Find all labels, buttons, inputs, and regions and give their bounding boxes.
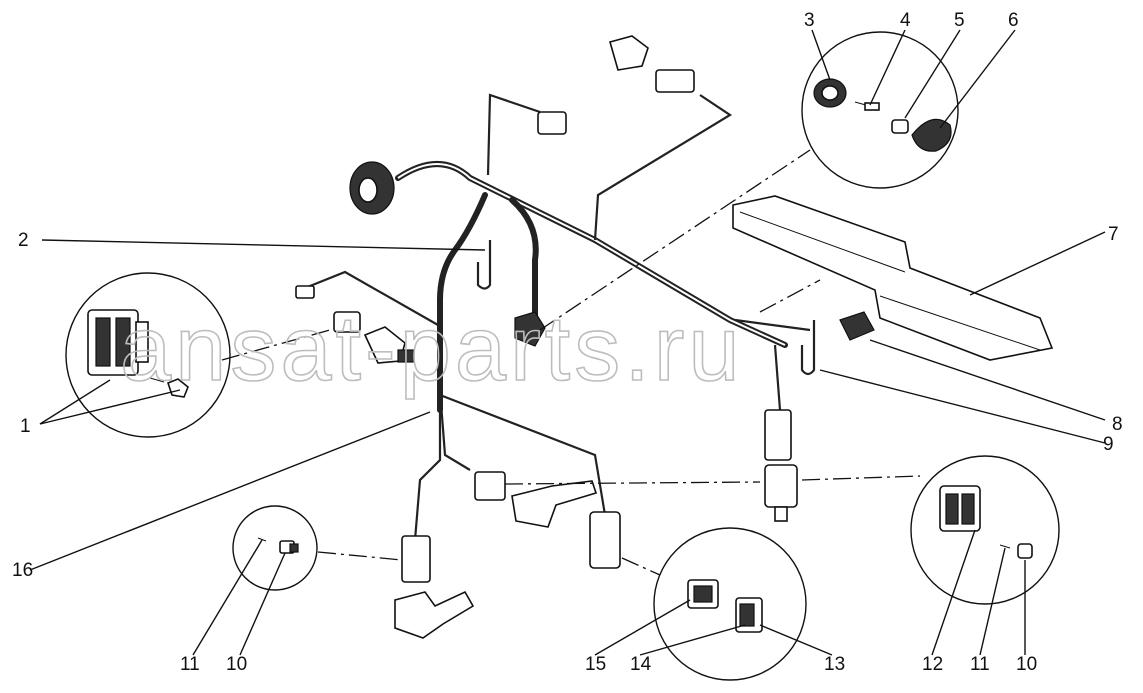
- detail-circle-terminals-10-11: [232, 505, 318, 591]
- cover-panel: [732, 195, 1054, 361]
- detail-circle-connector-3-6: [801, 31, 959, 189]
- callout-15: 15: [585, 654, 606, 675]
- callout-7: 7: [1108, 224, 1119, 245]
- callout-11-left: 11: [180, 654, 200, 675]
- callout-6: 6: [1008, 10, 1019, 31]
- leader-lines: [29, 29, 1106, 656]
- callout-12: 12: [922, 654, 943, 675]
- callout-2: 2: [18, 230, 29, 251]
- harness-parts: [295, 35, 875, 639]
- callout-9: 9: [1103, 434, 1114, 455]
- callout-10-right: 10: [1016, 654, 1037, 675]
- callout-numbers: 1 2 3 4 5 6 7 8 9 10 11 12 13 14 15 11 1…: [12, 10, 1123, 675]
- callout-5: 5: [954, 10, 965, 31]
- main-wire-bundle: [299, 93, 811, 541]
- callout-14: 14: [630, 654, 652, 675]
- callout-16: 16: [12, 560, 33, 581]
- callout-1: 1: [20, 416, 31, 437]
- callout-10-left: 10: [226, 654, 247, 675]
- watermark-text: ansat-parts.ru: [120, 298, 744, 400]
- callout-3: 3: [804, 10, 815, 31]
- reference-lines: [221, 149, 921, 576]
- detail-circle-connector-13-15: [653, 527, 807, 681]
- detail-circle-connector-10-12: [910, 455, 1060, 605]
- callout-8: 8: [1112, 414, 1123, 435]
- callout-4: 4: [900, 10, 911, 31]
- callout-11-right: 11: [970, 654, 990, 675]
- detail-circle-connector-1: [65, 272, 231, 438]
- callout-13: 13: [824, 654, 845, 675]
